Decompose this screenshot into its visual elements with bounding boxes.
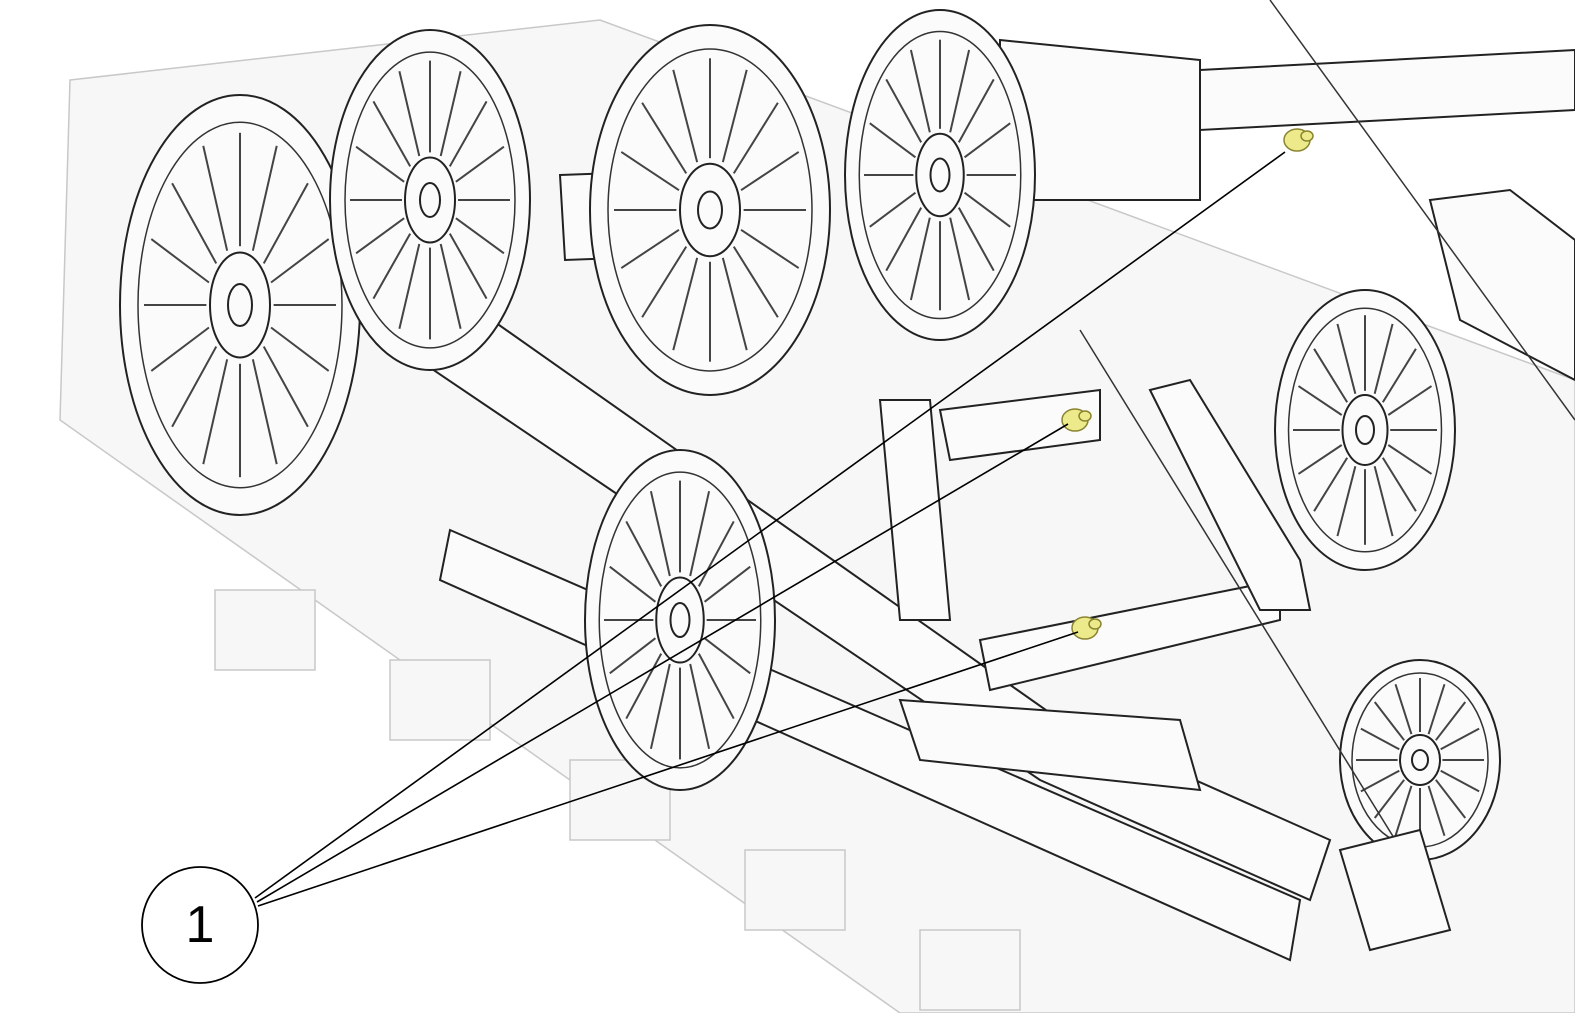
callout-leader-lines: [254, 151, 1286, 907]
idler-wheel: [329, 29, 531, 371]
leader-line: [254, 151, 1286, 899]
grease-fittings: [1061, 128, 1314, 640]
idler-wheel: [119, 94, 361, 516]
suspension-arms: [878, 0, 1575, 952]
leader-line: [257, 631, 1079, 907]
grease-fitting: [1071, 616, 1102, 640]
idler-wheel: [844, 9, 1036, 341]
idler-wheel: [1274, 289, 1456, 571]
idler-wheel: [589, 24, 831, 396]
idler-wheel: [1339, 659, 1501, 861]
grease-fitting: [1283, 128, 1314, 152]
grease-fitting: [1061, 408, 1092, 432]
leader-line: [256, 423, 1069, 903]
callout-circle: [141, 866, 259, 984]
wheels: [119, 9, 1501, 861]
idler-wheel: [584, 449, 776, 791]
